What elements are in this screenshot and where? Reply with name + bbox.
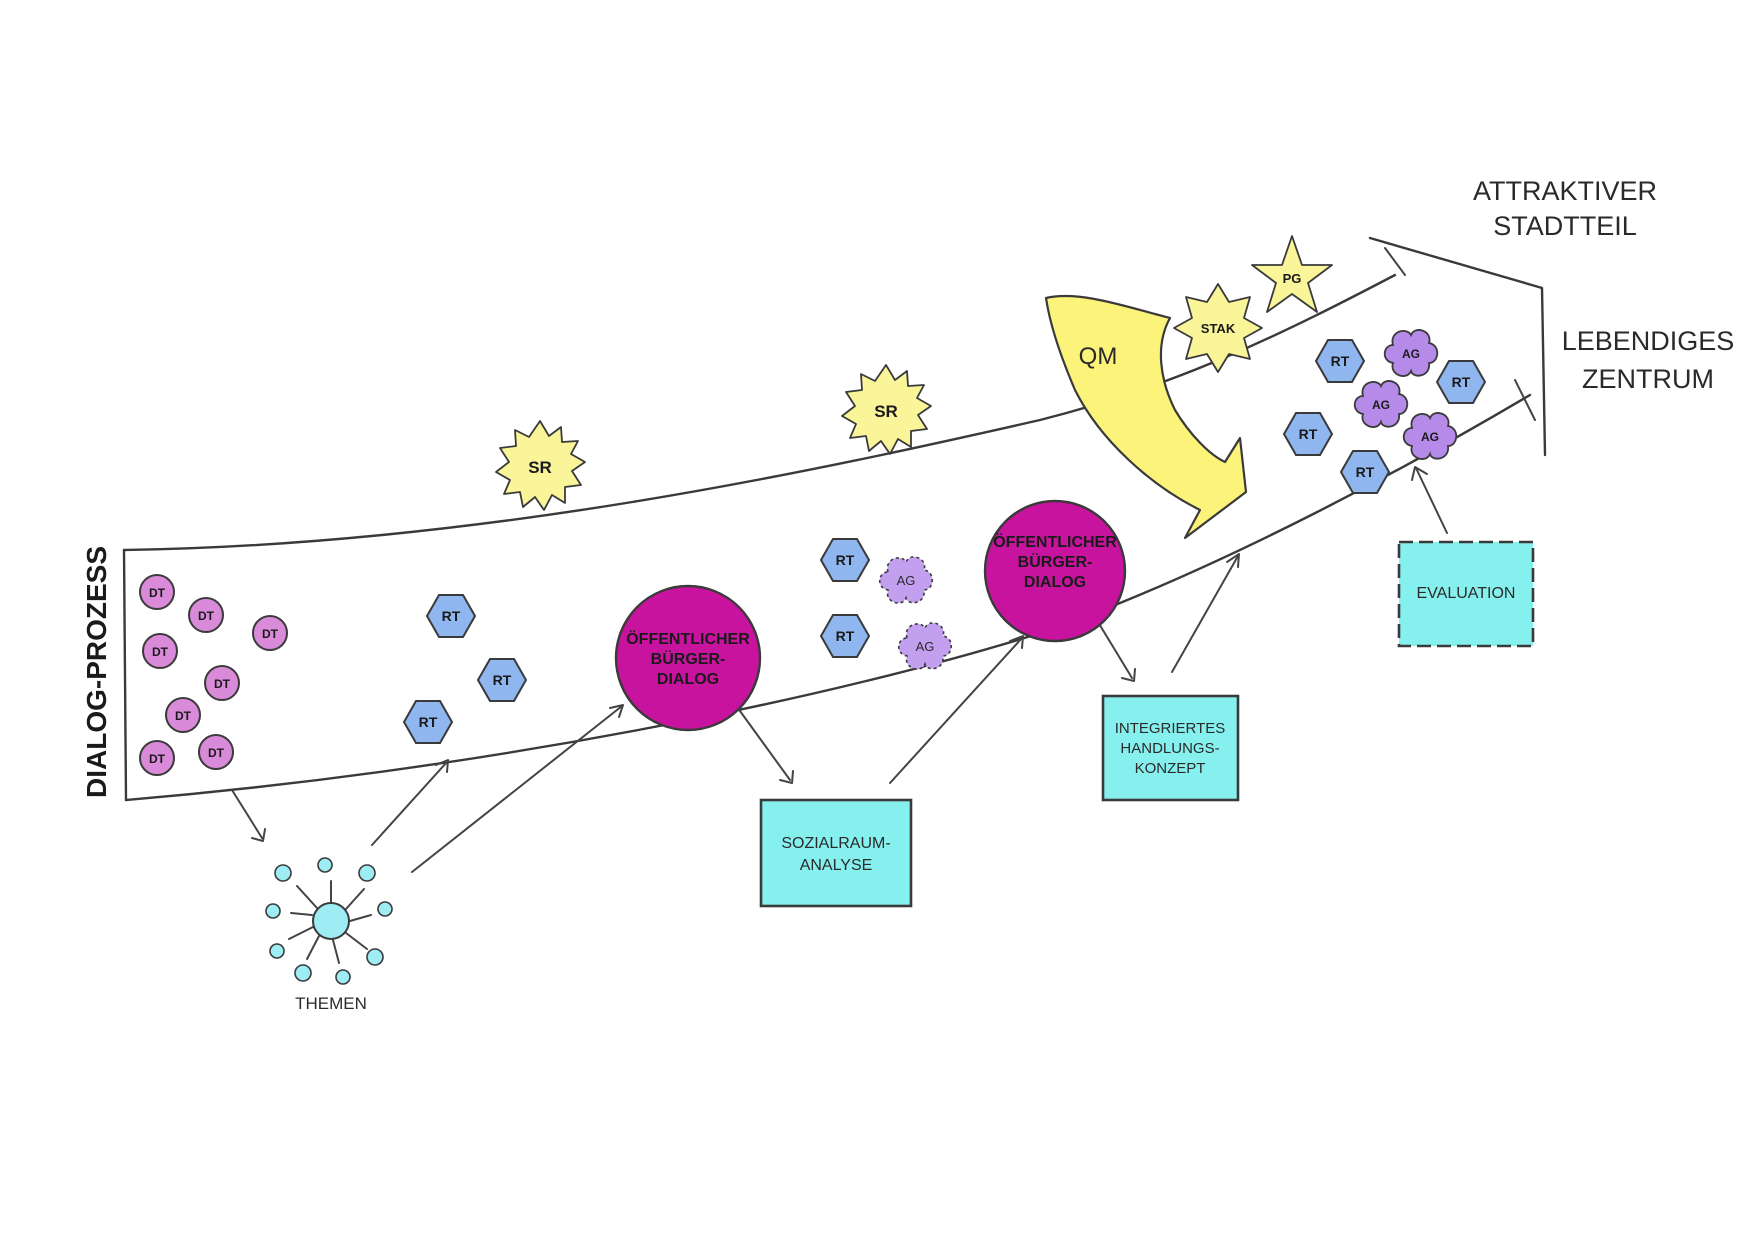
rt-node: RT <box>425 594 477 638</box>
rt-node: RT <box>819 614 871 658</box>
dt-node: DT <box>252 615 288 651</box>
connector-arrows <box>231 466 1448 873</box>
dt-node: DT <box>139 740 175 776</box>
svg-text:DT: DT <box>152 645 169 659</box>
buerger-dialog-1: ÖFFENTLICHER BÜRGER- DIALOG <box>614 584 762 732</box>
svg-text:DT: DT <box>149 586 166 600</box>
ag-group: AG AG AG AG AG <box>878 329 1458 670</box>
svg-text:DT: DT <box>198 609 215 623</box>
ag-node: AG <box>1383 329 1439 377</box>
svg-text:AG: AG <box>1421 430 1439 444</box>
ag-node: AG <box>897 622 953 670</box>
svg-text:DT: DT <box>175 709 192 723</box>
ag-node: AG <box>878 556 934 604</box>
dt-node: DT <box>139 574 175 610</box>
svg-text:BÜRGER-: BÜRGER- <box>1018 552 1093 571</box>
svg-text:ÖFFENTLICHER: ÖFFENTLICHER <box>626 629 750 648</box>
svg-text:AG: AG <box>1372 398 1390 412</box>
goal-label-attraktiver: ATTRAKTIVER STADTTEIL <box>1473 176 1657 241</box>
sr-label: SR <box>528 458 552 477</box>
pg-star: PG <box>1251 235 1333 313</box>
box-sozialraum: SOZIALRAUM- ANALYSE <box>759 798 913 908</box>
svg-text:KONZEPT: KONZEPT <box>1135 760 1206 777</box>
sr-sun: SR <box>495 420 586 511</box>
dt-node: DT <box>142 633 178 669</box>
themen-label: THEMEN <box>295 994 367 1013</box>
goal-line-1: ATTRAKTIVER <box>1473 176 1657 206</box>
svg-text:AG: AG <box>897 573 916 588</box>
dt-node: DT <box>188 597 224 633</box>
svg-text:AG: AG <box>916 639 935 654</box>
box-handlungskonzept: INTEGRIERTES HANDLUNGS- KONZEPT <box>1101 694 1240 802</box>
svg-text:HANDLUNGS-: HANDLUNGS- <box>1120 740 1219 757</box>
side-label: DIALOG-PROZESS <box>81 546 112 798</box>
svg-text:SOZIALRAUM-: SOZIALRAUM- <box>781 835 890 852</box>
svg-text:DIALOG: DIALOG <box>657 671 719 688</box>
svg-text:DT: DT <box>208 746 225 760</box>
box-evaluation: EVALUATION <box>1397 540 1535 648</box>
svg-text:RT: RT <box>836 628 855 644</box>
stak-star: STAK <box>1173 283 1263 373</box>
stak-label: STAK <box>1201 321 1236 336</box>
svg-text:RT: RT <box>1356 464 1375 480</box>
rt-node: RT <box>402 700 454 744</box>
rt-node: RT <box>1314 339 1366 383</box>
svg-text:ANALYSE: ANALYSE <box>800 857 873 874</box>
dt-node: DT <box>198 734 234 770</box>
ag-node: AG <box>1353 380 1409 428</box>
buerger-dialog-2: ÖFFENTLICHER BÜRGER- DIALOG <box>983 499 1127 643</box>
svg-text:AG: AG <box>1402 347 1420 361</box>
process-arrow <box>122 236 1547 802</box>
rt-node: RT <box>1282 412 1334 456</box>
svg-text:EVALUATION: EVALUATION <box>1417 585 1516 602</box>
sr-sun: SR <box>841 364 932 455</box>
pg-label: PG <box>1283 271 1302 286</box>
qm-label: QM <box>1079 343 1118 370</box>
svg-text:DT: DT <box>149 752 166 766</box>
sr-label: SR <box>874 402 898 421</box>
rt-node: RT <box>1339 450 1391 494</box>
svg-text:INTEGRIERTES: INTEGRIERTES <box>1115 720 1226 737</box>
goal-label-lebendiges: LEBENDIGES ZENTRUM <box>1562 326 1735 394</box>
svg-text:RT: RT <box>836 552 855 568</box>
svg-text:DT: DT <box>214 677 231 691</box>
svg-text:RT: RT <box>1299 426 1318 442</box>
qm-arrow: QM <box>1044 294 1248 540</box>
themen-cluster: THEMEN <box>265 857 393 1013</box>
rt-node: RT <box>1435 360 1487 404</box>
svg-text:RT: RT <box>493 672 512 688</box>
dt-node: DT <box>165 697 201 733</box>
svg-text:RT: RT <box>1331 353 1350 369</box>
svg-text:ÖFFENTLICHER: ÖFFENTLICHER <box>993 532 1117 551</box>
svg-text:DIALOG: DIALOG <box>1024 574 1086 591</box>
rt-node: RT <box>819 538 871 582</box>
rt-group: RT RT RT RT RT RT RT RT RT <box>402 339 1487 744</box>
rt-node: RT <box>476 658 528 702</box>
svg-text:RT: RT <box>1452 374 1471 390</box>
goal-line-4: ZENTRUM <box>1582 364 1714 394</box>
goal-line-3: LEBENDIGES <box>1562 326 1735 356</box>
ag-node: AG <box>1402 412 1458 460</box>
dt-group: DT DT DT DT DT DT DT DT <box>139 574 288 776</box>
svg-text:RT: RT <box>419 714 438 730</box>
dt-node: DT <box>204 665 240 701</box>
svg-text:DT: DT <box>262 627 279 641</box>
svg-text:RT: RT <box>442 608 461 624</box>
goal-line-2: STADTTEIL <box>1493 211 1637 241</box>
svg-text:BÜRGER-: BÜRGER- <box>651 649 726 668</box>
